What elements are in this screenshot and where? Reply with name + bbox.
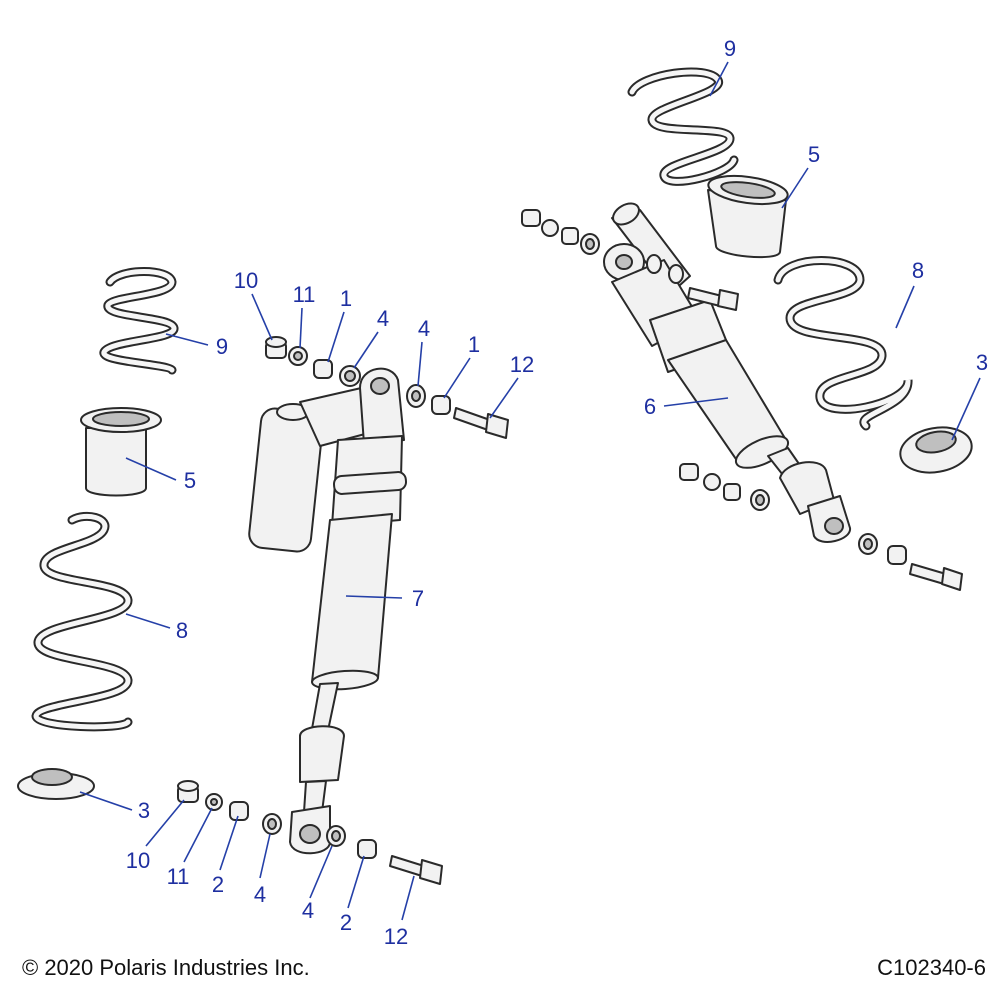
right-lower-spring	[773, 256, 913, 431]
callout-left-bottom-washer-a: 4	[254, 882, 266, 907]
right-upper-spring	[627, 67, 739, 186]
callout-left-top-washer-b: 4	[418, 316, 430, 341]
left-bottom-hardware	[177, 780, 443, 885]
left-lower-spring	[31, 511, 133, 732]
callout-left-bottom-nut: 10	[126, 848, 150, 873]
left-spring-seat	[80, 407, 162, 497]
right-shock	[603, 202, 851, 543]
callout-left-top-bushing-b: 1	[468, 332, 480, 357]
callout-right-shock: 6	[644, 394, 656, 419]
leader-lines	[79, 61, 981, 921]
callout-left-top-bolt: 12	[510, 352, 534, 377]
right-bottom-hardware	[679, 463, 963, 591]
copyright-notice: © 2020 Polaris Industries Inc.	[22, 955, 310, 980]
right-spring-retainer	[899, 426, 973, 474]
right-spring-seat	[707, 174, 789, 259]
left-spring-retainer	[17, 768, 95, 800]
callout-right-spring-retainer: 3	[976, 350, 988, 375]
callout-left-top-washer-a: 4	[377, 306, 389, 331]
callout-left-spring-upper: 9	[216, 334, 228, 359]
callout-left-shock: 7	[412, 586, 424, 611]
right-assembly	[521, 67, 973, 591]
callout-numbers: 9 5 8 3 7 10 11 1 4 4 1 12 10 11 2 4 4 2…	[126, 36, 988, 949]
left-top-hardware	[265, 336, 509, 439]
callout-left-bottom-bushing-a: 2	[212, 872, 224, 897]
callout-left-bottom-bushing-b: 2	[340, 910, 352, 935]
callout-right-spring-lower: 8	[912, 258, 924, 283]
diagram-code: C102340-6	[877, 955, 986, 980]
left-upper-spring	[99, 267, 179, 375]
callout-left-bottom-bolt: 12	[384, 924, 408, 949]
callout-left-top-washer-small: 11	[293, 282, 316, 307]
left-assembly	[17, 267, 509, 885]
callout-left-spring-seat: 5	[184, 468, 196, 493]
callout-right-spring-seat: 5	[808, 142, 820, 167]
callout-left-spring-retainer: 3	[138, 798, 150, 823]
callout-left-bottom-washer-b: 4	[302, 898, 314, 923]
callout-left-spring-lower: 8	[176, 618, 188, 643]
callout-left-bottom-washer-small: 11	[167, 864, 190, 889]
right-top-hardware	[521, 209, 684, 284]
callout-left-top-nut: 10	[234, 268, 258, 293]
left-shock	[248, 367, 408, 855]
callout-right-spring-upper: 9	[724, 36, 736, 61]
callout-left-top-bushing-a: 1	[340, 286, 352, 311]
